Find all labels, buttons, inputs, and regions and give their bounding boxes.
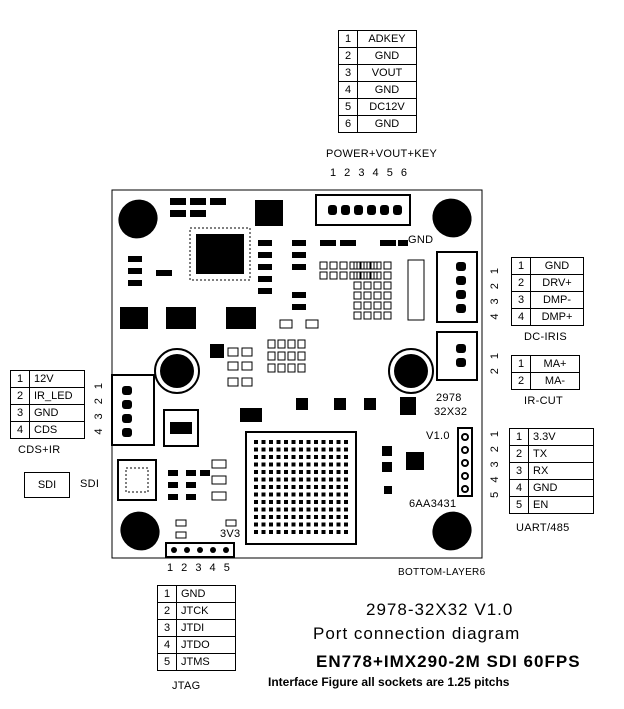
board-layer-label: BOTTOM-LAYER6 bbox=[398, 567, 486, 578]
uart-pin-numbers: 5 4 3 2 1 bbox=[489, 428, 501, 498]
lens-hole-right bbox=[388, 348, 434, 394]
lens-hole-left bbox=[154, 348, 200, 394]
cds-ir-connector bbox=[111, 374, 155, 446]
cds-ir-pin-numbers: 4 3 2 1 bbox=[93, 380, 105, 435]
footer-title: 2978-32X32 V1.0 bbox=[366, 600, 514, 619]
sdi-title: SDI bbox=[80, 478, 100, 490]
main-ic bbox=[196, 234, 244, 274]
mount-hole-br bbox=[432, 511, 472, 551]
power-connector bbox=[315, 194, 411, 226]
power-pin-numbers: 1 2 3 4 5 6 bbox=[330, 167, 408, 179]
board-chip-label: 6AA3431 bbox=[409, 498, 457, 510]
jtag-title: JTAG bbox=[172, 680, 201, 692]
board-gnd-label: GND bbox=[408, 234, 434, 246]
board-size-label: 32X32 bbox=[434, 406, 468, 418]
mount-hole-tl bbox=[118, 199, 158, 239]
ir-cut-connector bbox=[436, 331, 478, 381]
board-version-label: V1.0 bbox=[426, 430, 450, 442]
ir-cut-pin-numbers: 2 1 bbox=[489, 350, 501, 375]
mount-hole-bl bbox=[120, 511, 160, 551]
jtag-pin-numbers: 1 2 3 4 5 bbox=[167, 562, 231, 574]
sdi-board-connector bbox=[117, 459, 157, 501]
dc-iris-pin-numbers: 4 3 2 1 bbox=[489, 265, 501, 320]
sdi-box: SDI bbox=[24, 472, 70, 498]
power-title: POWER+VOUT+KEY bbox=[326, 148, 438, 160]
cds-ir-title: CDS+IR bbox=[18, 444, 61, 456]
uart-title: UART/485 bbox=[516, 522, 570, 534]
ir-cut-title: IR-CUT bbox=[524, 395, 564, 407]
board-rail-label: 3V3 bbox=[220, 528, 241, 540]
jtag-header bbox=[165, 542, 235, 558]
dc-iris-connector bbox=[436, 251, 478, 323]
inductor bbox=[163, 409, 199, 447]
board-model-label: 2978 bbox=[436, 392, 462, 404]
footer-product: EN778+IMX290-2M SDI 60FPS bbox=[316, 652, 581, 671]
mount-hole-tr bbox=[432, 198, 472, 238]
bga-sensor bbox=[245, 431, 357, 545]
dc-iris-title: DC-IRIS bbox=[524, 331, 568, 343]
footer-note: Interface Figure all sockets are 1.25 pi… bbox=[268, 675, 510, 689]
uart-header bbox=[457, 427, 473, 497]
footer-subtitle: Port connection diagram bbox=[313, 624, 521, 643]
